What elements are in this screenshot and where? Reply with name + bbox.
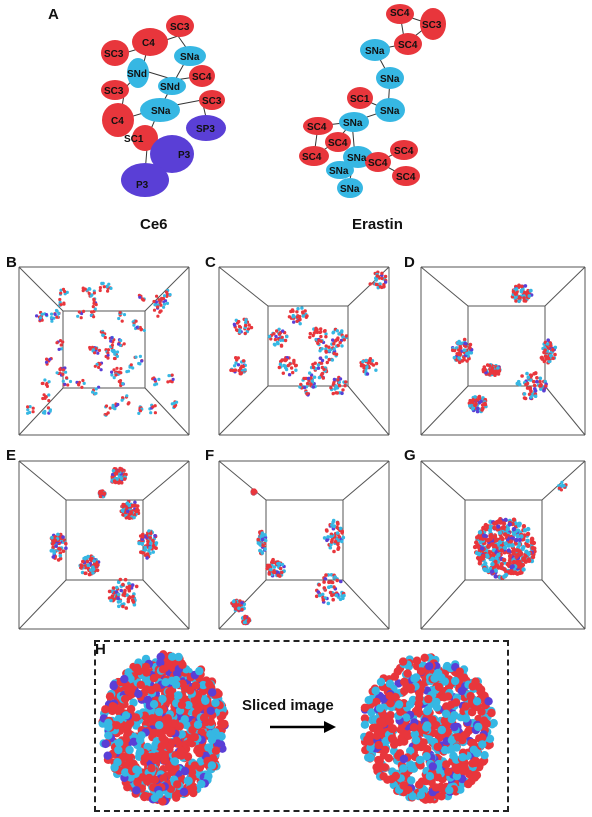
- label-ce6-c4-low: C4: [111, 116, 124, 127]
- simulation-box-g: [420, 460, 586, 630]
- bead-erastin-sc4-ring4: [390, 140, 418, 160]
- label-ce6-sc4-right: SC4: [192, 72, 212, 83]
- simulation-box-f: [218, 460, 390, 630]
- box-f-svg: [218, 460, 390, 630]
- bead-erastin-sc4-ring2: [299, 146, 329, 166]
- label-erastin-sc4-ring5: SC4: [396, 172, 416, 183]
- panel-h-frame: [94, 640, 509, 812]
- ce6-cg-model: SC3 C4 SC3 SNa SNd SC3 SNd SC4 C4 SNa SC…: [101, 15, 226, 197]
- label-erastin-sc4-ring3: SC4: [368, 158, 388, 169]
- bead-erastin-sc4-ring5: [392, 166, 420, 186]
- bead-ce6-sc4-right: [189, 65, 215, 87]
- bead-erastin-sc4-ring1: [325, 132, 351, 152]
- label-ce6-snd-left: SNd: [127, 69, 147, 80]
- label-erastin-sc4-left: SC4: [307, 122, 327, 133]
- aggregate-sliced-view: [360, 653, 498, 804]
- panel-label-c: C: [205, 254, 216, 271]
- panel-label-g: G: [404, 447, 416, 464]
- erastin-cg-model: SC4 SC3 SC4 SNa SNa SC1 SNa SC4 SNa SC4 …: [299, 4, 446, 198]
- bead-erastin-sna-bottom: [337, 178, 363, 198]
- label-ce6-p3-right: P3: [178, 150, 191, 161]
- panel-label-b: B: [6, 254, 17, 271]
- bead-ce6-p3-low: [121, 163, 169, 197]
- label-erastin-sna-top: SNa: [365, 46, 385, 57]
- bead-erastin-sna-top: [360, 39, 390, 61]
- label-erastin-sc4-top: SC4: [390, 8, 410, 19]
- bead-erastin-sc1: [347, 87, 373, 109]
- label-ce6-c4-top: C4: [142, 38, 155, 49]
- label-erastin-sna-second: SNa: [380, 74, 400, 85]
- panel-label-d: D: [404, 254, 415, 271]
- bead-ce6-sc3-top: [166, 15, 194, 37]
- label-ce6-snd-mid: SNd: [160, 82, 180, 93]
- label-erastin-sna-bottom: SNa: [340, 184, 360, 195]
- label-ce6-p3-low: P3: [136, 180, 149, 191]
- bead-ce6-sp3: [186, 115, 226, 141]
- bead-ce6-p3-right: [150, 135, 194, 173]
- label-ce6-sp3: SP3: [196, 124, 215, 135]
- aggregate-full-view: [98, 650, 229, 806]
- label-ce6-sna-top: SNa: [180, 52, 200, 63]
- bead-erastin-sc4-second: [394, 33, 422, 55]
- bead-ce6-sc3-left: [101, 40, 129, 66]
- label-ce6-sc1: SC1: [124, 134, 144, 145]
- bead-erastin-sna-third: [375, 98, 405, 122]
- panel-label-f: F: [205, 447, 215, 464]
- label-erastin-sc3: SC3: [422, 20, 442, 31]
- bead-erastin-sc4-top: [386, 4, 414, 24]
- arrow-right-icon: [270, 721, 336, 733]
- bead-ce6-c4-low: [102, 103, 134, 137]
- bead-erastin-sna-sixth: [326, 161, 354, 179]
- bead-erastin-sna-fourth: [339, 112, 369, 132]
- label-erastin-sc1: SC1: [350, 94, 370, 105]
- bead-ce6-snd-left: [127, 58, 149, 88]
- label-erastin-sna-fifth: SNa: [347, 153, 367, 164]
- bead-erastin-sc3: [420, 8, 446, 40]
- bead-ce6-sc3-midleft: [101, 80, 129, 100]
- label-ce6-sc3-top: SC3: [170, 22, 190, 33]
- simulation-box-e: [18, 460, 190, 630]
- label-erastin-sna-sixth: SNa: [329, 166, 349, 177]
- erastin-title: Erastin: [352, 216, 403, 233]
- sliced-image-label: Sliced image: [242, 697, 334, 714]
- label-ce6-sna-mid: SNa: [151, 106, 171, 117]
- panel-label-a: A: [48, 6, 59, 23]
- simulation-box-c: [218, 266, 390, 436]
- label-erastin-sc4-ring2: SC4: [302, 152, 322, 163]
- box-c-svg: [218, 266, 390, 436]
- label-ce6-sc3-midleft: SC3: [104, 86, 124, 97]
- box-b-svg: [18, 266, 190, 436]
- label-erastin-sc4-ring1: SC4: [328, 138, 348, 149]
- bead-ce6-sna-mid: [140, 98, 180, 122]
- simulation-box-d: [420, 266, 586, 436]
- bead-ce6-sc1: [132, 125, 158, 151]
- ce6-title: Ce6: [140, 216, 168, 233]
- label-erastin-sc4-ring4: SC4: [394, 146, 414, 157]
- label-erastin-sna-fourth: SNa: [343, 118, 363, 129]
- box-e-svg: [18, 460, 190, 630]
- label-ce6-sc3-right: SC3: [202, 96, 222, 107]
- bead-erastin-sna-second: [376, 67, 404, 89]
- bead-ce6-snd-mid: [158, 77, 186, 95]
- panel-label-e: E: [6, 447, 17, 464]
- panel-label-h: H: [95, 641, 106, 658]
- label-ce6-sc3-left: SC3: [104, 49, 124, 60]
- bead-erastin-sc4-left: [303, 117, 333, 135]
- label-erastin-sc4-second: SC4: [398, 40, 418, 51]
- bead-ce6-sc3-right: [199, 90, 225, 110]
- box-d-svg: [420, 266, 586, 436]
- label-erastin-sna-third: SNa: [380, 106, 400, 117]
- simulation-box-b: [18, 266, 190, 436]
- bead-erastin-sc4-ring3: [365, 152, 391, 172]
- bead-ce6-c4-top: [132, 28, 168, 56]
- bead-ce6-sna-top: [174, 46, 206, 66]
- box-g-svg: [420, 460, 586, 630]
